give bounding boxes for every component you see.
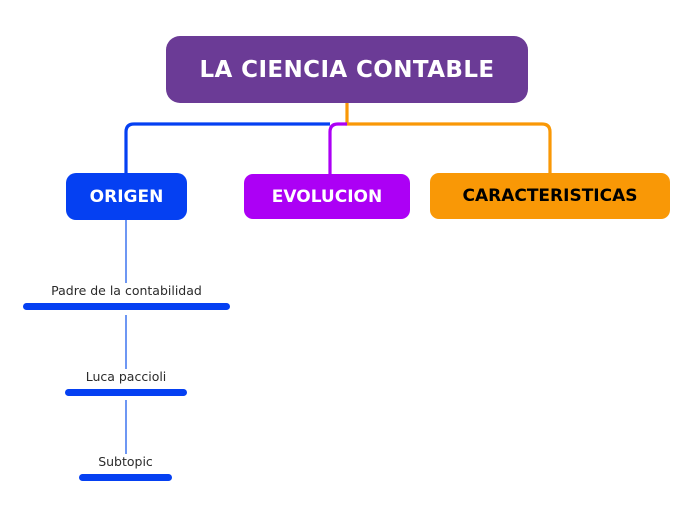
branch-node-evolucion-label: EVOLUCION [271,186,383,207]
subtopic-underline-bar [23,303,230,310]
branch-node-evolucion[interactable]: EVOLUCION [244,174,410,219]
connector-origen [124,122,330,173]
subtopic-underline-bar [79,474,172,481]
subtopic-node-subtopic[interactable]: Subtopic [79,454,172,481]
branch-node-caracteristicas-label: CARACTERISTICAS [462,186,638,206]
subtopic-underline-bar [65,389,187,396]
subtopic-label: Luca paccioli [85,369,167,384]
branch-node-origen-label: ORIGEN [89,186,164,207]
subtopic-label: Padre de la contabilidad [51,283,202,298]
branch-node-origen[interactable]: ORIGEN [66,173,187,220]
root-node-la-ciencia-contable[interactable]: LA CIENCIA CONTABLE [166,36,528,103]
subtopic-node-luca-paccioli[interactable]: Luca paccioli [65,369,187,396]
subtopic-label: Subtopic [98,454,153,469]
root-node-label: LA CIENCIA CONTABLE [199,56,495,83]
connector-caracteristicas [345,103,552,173]
branch-node-caracteristicas[interactable]: CARACTERISTICAS [430,173,670,219]
connector-evolucion [328,122,347,174]
subtopic-node-padre-de-la-contabilidad[interactable]: Padre de la contabilidad [23,283,230,310]
